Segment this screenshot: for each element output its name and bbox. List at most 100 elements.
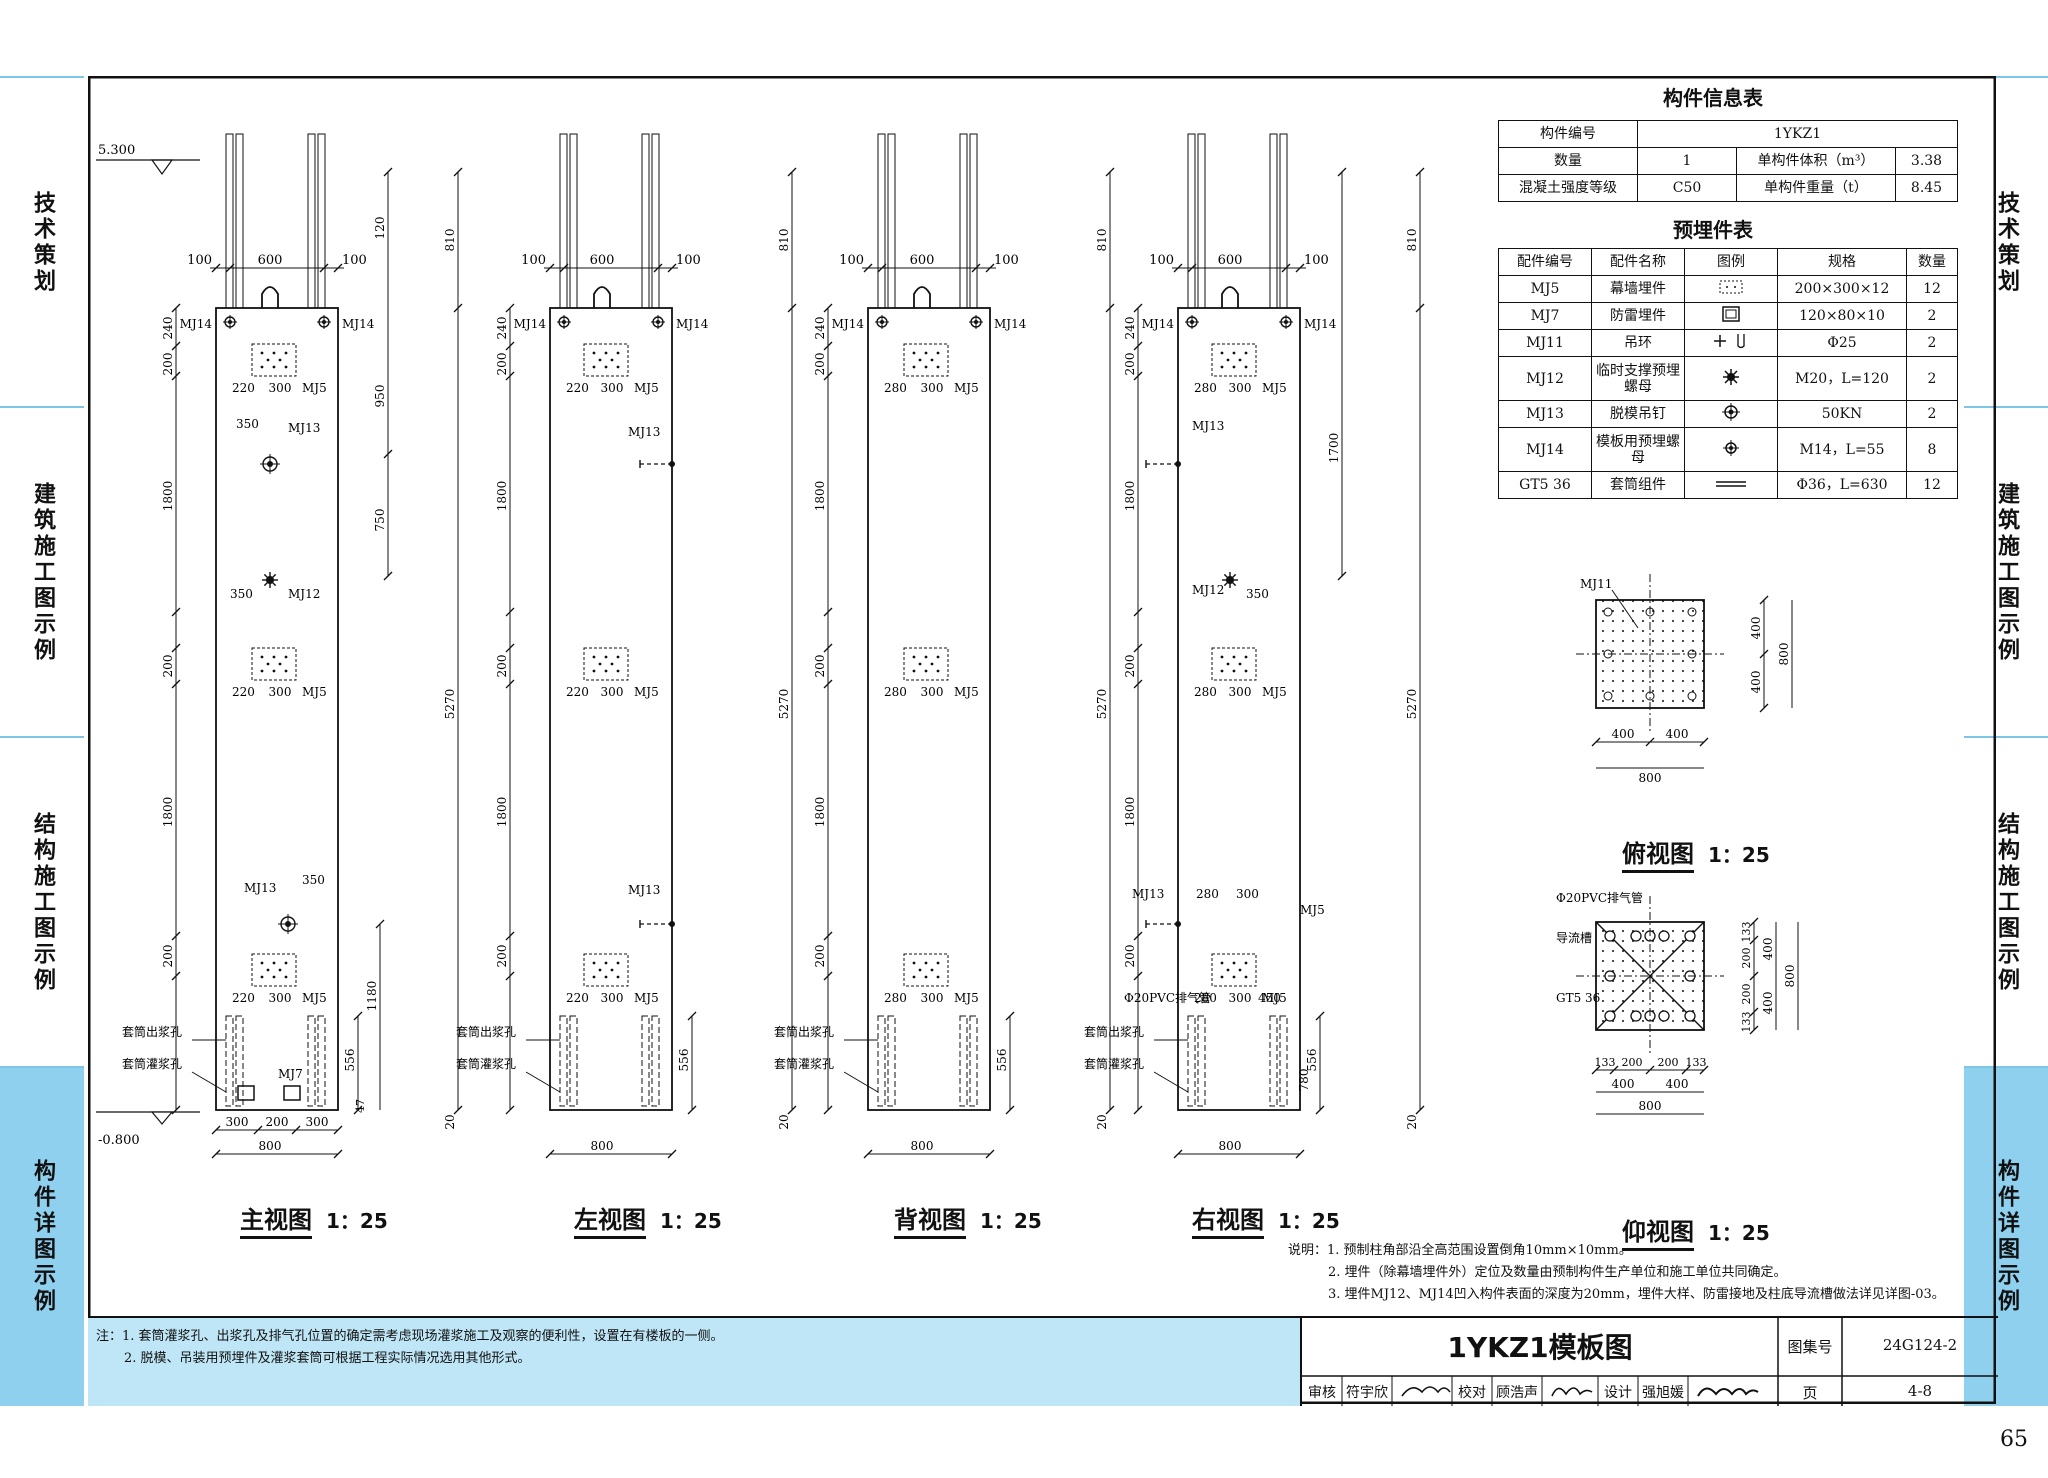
plate-dot <box>266 358 270 362</box>
dimension-300: 300 <box>1229 991 1252 1005</box>
rebar-outline <box>235 133 244 309</box>
sidebar-right-struct[interactable]: 结构施工图示例 <box>1964 736 2048 1068</box>
dimension-800: 800 <box>911 1139 934 1153</box>
dimension-20: 20 <box>443 1114 457 1129</box>
dimension-tick <box>453 167 463 177</box>
dimension-tick <box>863 1149 873 1159</box>
plate-dot <box>1244 975 1248 979</box>
dimension-133: 133 <box>1740 922 1753 943</box>
title-block-grid <box>1302 1318 1998 1406</box>
sidebar-left-detail[interactable]: 构件详图示例 <box>0 1066 84 1406</box>
plate-dot <box>1232 365 1236 369</box>
dimension-400: 400 <box>1749 617 1763 640</box>
sidebar-right-tech[interactable]: 技术策划 <box>1964 76 2048 408</box>
plate-dot <box>604 351 608 355</box>
table-row: MJ5 幕墙埋件 200×300×12 12 <box>1498 275 1958 303</box>
dimension-300: 300 <box>226 1115 249 1129</box>
dimension-400: 400 <box>1761 992 1775 1015</box>
dimension-tick <box>1645 737 1655 747</box>
dimension-tick <box>823 931 833 941</box>
sidebar-left-struct[interactable]: 结构施工图示例 <box>0 736 84 1068</box>
review-label: 审核 <box>1308 1385 1336 1401</box>
header-id: 配件编号 <box>1498 248 1592 276</box>
mj5-plate-icon <box>1211 953 1257 987</box>
plate-outline <box>1211 647 1257 681</box>
dimension-tick <box>863 263 873 273</box>
label-mj5: MJ5 <box>302 381 327 395</box>
dimension-tick <box>1187 263 1197 273</box>
table-header-row: 配件编号 配件名称 图例 规格 数量 <box>1498 248 1958 276</box>
dimension-tick <box>171 643 181 653</box>
label-mj14: MJ14 <box>1304 317 1337 331</box>
dimension-350: 350 <box>230 587 253 601</box>
pin-end <box>669 461 675 467</box>
cell-label: 单构件体积（m³） <box>1736 147 1896 175</box>
label-pvc: Φ20PVC排气管 <box>1124 990 1211 1005</box>
plate-dot <box>1238 358 1242 362</box>
plate-dot <box>1244 655 1248 659</box>
sleeve-circle <box>1630 1010 1642 1022</box>
rebar-circle <box>1603 607 1613 617</box>
dimension-tick <box>1415 303 1425 313</box>
dimension-tick <box>545 1149 555 1159</box>
table-row: 混凝土强度等级 C50 单构件重量（t） 8.45 <box>1498 174 1958 202</box>
rebar-outline <box>1197 133 1206 309</box>
plate-dot <box>616 975 620 979</box>
sidebar-left-tech[interactable]: 技术策划 <box>0 76 84 408</box>
dimension-800: 800 <box>591 1139 614 1153</box>
label-mj5: MJ5 <box>302 991 327 1005</box>
legend-mj12-icon <box>1684 356 1778 401</box>
dimension-200: 200 <box>813 353 827 376</box>
sidebar-right-arch[interactable]: 建筑施工图示例 <box>1964 406 2048 738</box>
label-grout-out: 套筒出浆孔 <box>774 1024 834 1039</box>
cell-spec: Φ36，L=630 <box>1777 471 1907 499</box>
star-ray <box>1223 579 1231 587</box>
leader-line <box>1611 589 1639 629</box>
plate-dot <box>1220 365 1224 369</box>
dimension-400: 400 <box>1749 671 1763 694</box>
drawing-notes: 说明：1. 预制柱角部沿全高范围设置倒角10mm×10mm。 2. 埋件（除幕墙… <box>1288 1240 1988 1306</box>
label-mj5: MJ5 <box>302 685 327 699</box>
mj13-side-pin-icon <box>1145 460 1181 468</box>
star-ray <box>263 573 271 581</box>
dimension-200: 200 <box>1658 1056 1679 1069</box>
dimension-200: 200 <box>1740 948 1753 969</box>
dimension-tick <box>1681 1065 1691 1075</box>
sleeve-circle <box>1604 1010 1616 1022</box>
dimension-tick <box>1699 737 1709 747</box>
dimension-tick <box>1173 1149 1183 1159</box>
label-mj14: MJ14 <box>514 317 547 331</box>
dimension-tick <box>211 263 221 273</box>
dimension-1700: 1700 <box>1327 433 1341 464</box>
dimension-tick <box>787 303 797 313</box>
dimension-200: 200 <box>813 945 827 968</box>
cell-value: 3.38 <box>1895 147 1958 175</box>
header-name: 配件名称 <box>1591 248 1685 276</box>
dimension-300: 300 <box>269 991 292 1005</box>
table-row: GT5 36 套筒组件 Φ36，L=630 12 <box>1498 471 1958 499</box>
cell-value: 1YKZ1 <box>1637 120 1958 148</box>
dimension-tick <box>353 1011 363 1021</box>
dimension-tick <box>1133 1105 1143 1115</box>
star-ray <box>263 579 271 587</box>
table-row: MJ14 模板用预埋螺母 M14，L=55 8 <box>1498 427 1958 472</box>
component-info-table: 构件编号 1YKZ1 数量 1 单构件体积（m³） 3.38 混凝土强度等级 C… <box>1498 120 1958 202</box>
dimension-tick <box>291 1125 301 1135</box>
sleeve-outline <box>641 1015 650 1107</box>
dimension-133: 133 <box>1686 1056 1707 1069</box>
dimension-tick <box>1609 1065 1619 1075</box>
rebar-circle <box>1687 607 1697 617</box>
plate-outline <box>1211 953 1257 987</box>
mj5-plate-icon <box>251 343 297 377</box>
embedded-parts-title: 预埋件表 <box>1673 218 1753 242</box>
legend-mj13-icon <box>1684 400 1778 428</box>
plate-dot <box>1244 669 1248 673</box>
dimension-750: 750 <box>373 509 387 532</box>
sidebar-left-arch[interactable]: 建筑施工图示例 <box>0 406 84 738</box>
rebar-outline <box>641 133 650 309</box>
sidebar-right-detail[interactable]: 构件详图示例 <box>1964 1066 2048 1406</box>
dimension-950: 950 <box>373 385 387 408</box>
